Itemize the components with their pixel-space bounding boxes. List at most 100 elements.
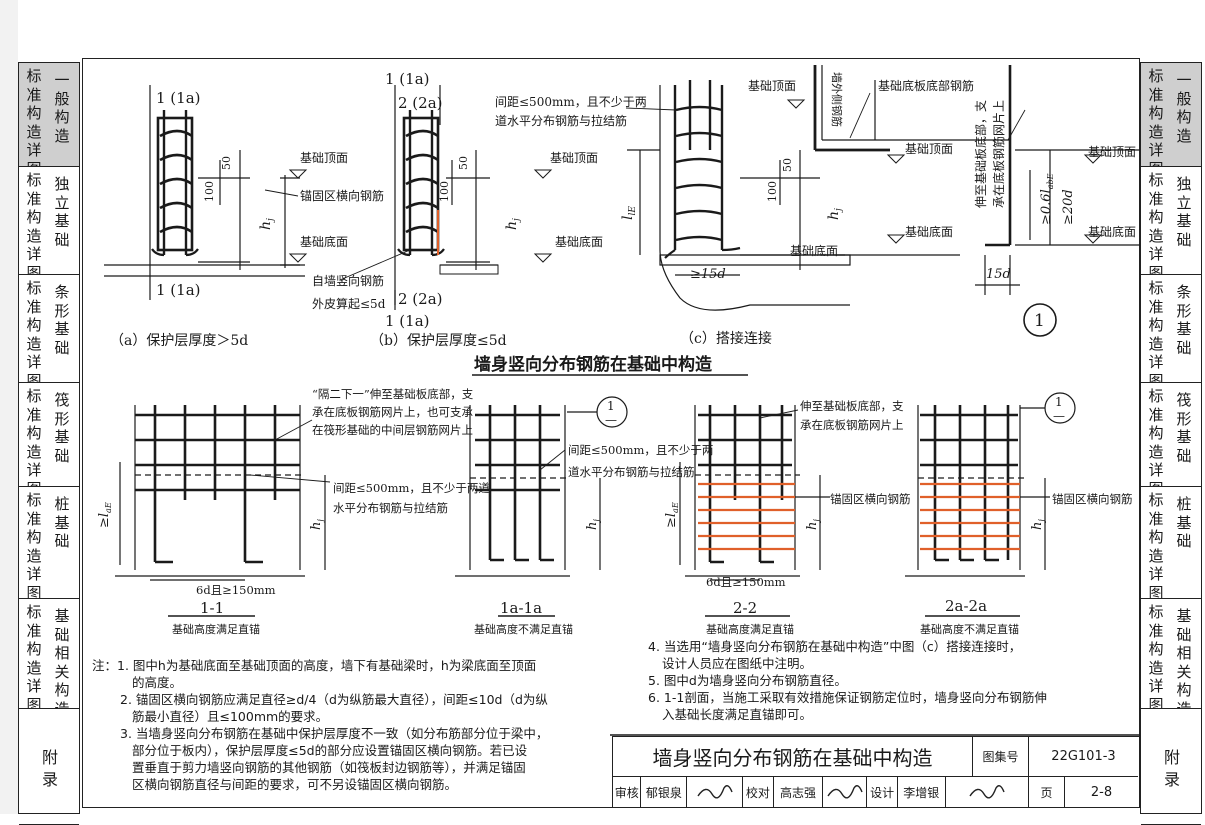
d-note-2: 承在底板钢筋网片上	[991, 100, 1006, 208]
c-spacing-2: 道水平分布钢筋与拉结筋	[495, 113, 627, 128]
signature-field: 李增银	[898, 777, 946, 807]
right-tab-label: 标准构造详图	[1148, 171, 1164, 275]
s1-note-3: 在筏形基础的中间层钢筋网片上	[312, 423, 473, 437]
d-label-mat: 基础底板底部钢筋	[878, 78, 974, 93]
leaders-top	[264, 92, 1026, 281]
note-1: 注：1. 图中h为基础底面至基础顶面的高度，墙下有基础梁时，h为梁底面至顶面	[92, 658, 537, 673]
d-label-bottom: 基础底面	[905, 224, 953, 239]
s1-title: 1-1	[200, 599, 224, 617]
s2a-anchor: 锚固区横向钢筋	[1052, 492, 1133, 506]
s1-lae: ≥laE	[97, 502, 113, 528]
a-dim-100: 100	[203, 181, 216, 202]
s2a-ref-bot: —	[1053, 409, 1065, 423]
c-dim-lap: llE	[620, 206, 638, 220]
detail-marker-circle	[1023, 303, 1057, 337]
b-cut-top1: 1 (1a)	[385, 70, 430, 88]
left-tab-label: 标准构造详图	[26, 603, 42, 709]
note-3: 3. 当墙身竖向分布钢筋在基础中保护层厚度不一致（如分布筋部分位于梁中，	[120, 726, 549, 741]
s1-spacing-2: 水平分布钢筋与拉结筋	[333, 501, 448, 515]
d-label-top-c: 基础顶面	[748, 79, 796, 93]
right-tab-1[interactable]: 标准构造详图一般构造	[1141, 63, 1201, 167]
s2a-ref-top: 1	[1055, 395, 1063, 409]
atlas-number: 22G101-3	[1029, 737, 1138, 777]
right-tab-label: 标准构造详图	[1148, 603, 1164, 709]
s1a-title: 1a-1a	[500, 599, 542, 617]
signature-mark	[687, 777, 744, 807]
detail-marker-label: 1	[1034, 311, 1045, 331]
right-tab-sublabel: 桩基础	[1176, 495, 1192, 551]
section-2-2	[679, 405, 830, 617]
s2-hj: hj	[805, 519, 821, 530]
s1-hj: hj	[309, 519, 325, 530]
right-tab-label: 标准构造详图	[1148, 491, 1164, 599]
right-tab-label: 标准构造详图	[1148, 387, 1164, 486]
note-3-cont-2: 置垂直于剪力墙竖向钢筋的其他钢筋（如筏板封边钢筋等），并满足锚固	[132, 760, 526, 775]
left-tab-sublabel: 独立基础	[54, 175, 70, 249]
note-2: 2. 锚固区横向钢筋应满足直径≥d/4（d为纵筋最大直径），间距≤10d（d为纵	[120, 692, 548, 707]
note-3-cont-3: 区横向钢筋直径与间距的要求，可不另设锚固区横向钢筋。	[132, 777, 458, 792]
caption-a: （a）保护层厚度＞5d	[110, 333, 248, 349]
left-tab-label: 标准构造详图	[26, 279, 42, 383]
a-cut-top: 1 (1a)	[156, 89, 201, 107]
section-title: 墙身竖向分布钢筋在基础中构造	[474, 354, 713, 375]
right-tab-sublabel: 独立基础	[1176, 175, 1192, 249]
signature-field: 设计	[867, 777, 898, 807]
signature-field: 审核	[613, 777, 642, 807]
signature-field: 校对	[743, 777, 774, 807]
right-tab-6[interactable]: 标准构造详图基础相关构造	[1141, 599, 1201, 709]
b-cut-bot1: 2 (2a)	[398, 290, 443, 308]
s2a-title: 2a-2a	[945, 597, 987, 615]
right-tab-sublabel: 筏形基础	[1176, 391, 1192, 465]
s1a-hj: hj	[585, 519, 601, 530]
signature-mark	[946, 777, 1028, 807]
d-label-top-r: 基础顶面	[1088, 145, 1136, 159]
note-6: 6. 1-1剖面，当施工采取有效措施保证钢筋定位时，墙身竖向分布钢筋伸	[648, 690, 1047, 705]
left-tab-6[interactable]: 标准构造详图基础相关构造	[19, 599, 79, 709]
notes-left: 注：1. 图中h为基础底面至基础顶面的高度，墙下有基础梁时，h为梁底面至顶面 的…	[92, 657, 602, 793]
left-tab-3[interactable]: 标准构造详图条形基础	[19, 275, 79, 383]
left-tab-1[interactable]: 标准构造详图一般构造	[19, 63, 79, 167]
s1a-spacing-1: 间距≤500mm，且不少于两	[568, 443, 713, 457]
d-label-wall: 墙外侧钢筋	[830, 72, 844, 127]
s2-sub: 基础高度满足直锚	[706, 622, 794, 636]
d-label-bottom-r: 基础底面	[1088, 224, 1136, 239]
right-tab-2[interactable]: 标准构造详图独立基础	[1141, 167, 1201, 275]
a-dim-50: 50	[220, 156, 233, 170]
right-tab-sublabel: 条形基础	[1176, 283, 1192, 357]
a-cut-bottom: 1 (1a)	[156, 281, 201, 299]
left-tab-sublabel: 筏形基础	[54, 391, 70, 465]
right-chapter-tabs: 标准构造详图一般构造标准构造详图独立基础标准构造详图条形基础标准构造详图筏形基础…	[1140, 62, 1202, 825]
left-tab-label: 附录	[41, 748, 58, 789]
left-tab-label: 标准构造详图	[26, 67, 42, 166]
left-margin	[0, 0, 18, 814]
c-dim-50: 50	[781, 158, 794, 172]
section-1a-1a	[455, 396, 628, 617]
right-tab-sublabel: 一般构造	[1176, 71, 1192, 145]
note-5: 5. 图中d为墙身竖向分布钢筋直径。	[648, 673, 847, 688]
s2-lae: ≥laE	[664, 502, 680, 528]
notes-right: 4. 当选用“墙身竖向分布钢筋在基础中构造”中图（c）搭接连接时， 设计人员应在…	[648, 638, 1128, 723]
note-2-cont: 筋最小直径）且≤100mm的要求。	[132, 709, 329, 724]
b-cut-bot2: 1 (1a)	[385, 312, 430, 330]
right-tab-5[interactable]: 标准构造详图桩基础	[1141, 487, 1201, 599]
note-4: 4. 当选用“墙身竖向分布钢筋在基础中构造”中图（c）搭接连接时，	[648, 639, 1022, 654]
left-tab-sublabel: 基础相关构造	[54, 607, 70, 709]
right-tab-4[interactable]: 标准构造详图筏形基础	[1141, 383, 1201, 487]
a-dim-hj: hj	[258, 218, 276, 230]
s1a-ref-bot: —	[605, 413, 617, 427]
right-tab-3[interactable]: 标准构造详图条形基础	[1141, 275, 1201, 383]
s2-note-2: 承在底板钢筋网片上	[800, 418, 904, 432]
left-tab-sublabel: 条形基础	[54, 283, 70, 357]
b-label-bottom: 基础底面	[300, 234, 348, 249]
page-label: 页	[1029, 777, 1065, 807]
left-tab-2[interactable]: 标准构造详图独立基础	[19, 167, 79, 275]
section-1-1	[115, 405, 326, 617]
left-tab-4[interactable]: 标准构造详图筏形基础	[19, 383, 79, 487]
s1-sub: 基础高度满足直锚	[172, 622, 260, 636]
note-4-cont: 设计人员应在图纸中注明。	[662, 656, 813, 671]
left-tab-5[interactable]: 标准构造详图桩基础	[19, 487, 79, 599]
signature-mark	[823, 777, 868, 807]
page-number: 2-8	[1090, 784, 1113, 800]
note-3-cont-1: 部分位于板内），保护层厚度≤5d的部分应设置锚固区横向钢筋。若已设	[132, 743, 528, 758]
